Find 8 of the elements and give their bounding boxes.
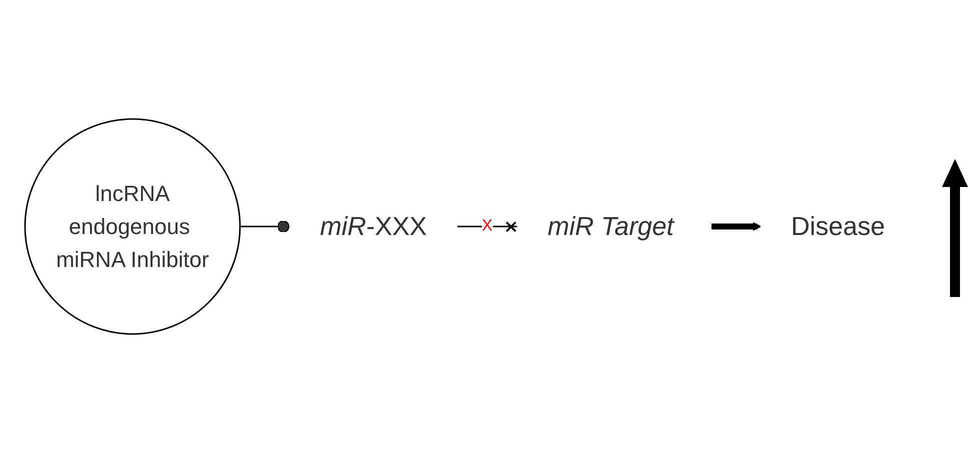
node-circle: lncRNA endogenous miRNA Inhibitor [24,118,241,335]
edge-label: X [482,218,493,234]
node-text: miR-XXX [320,211,427,241]
connector [456,221,518,232]
node-text: Disease [791,211,885,241]
connector [240,220,290,233]
node-text: miR Target [548,211,674,241]
arrow [711,222,762,231]
